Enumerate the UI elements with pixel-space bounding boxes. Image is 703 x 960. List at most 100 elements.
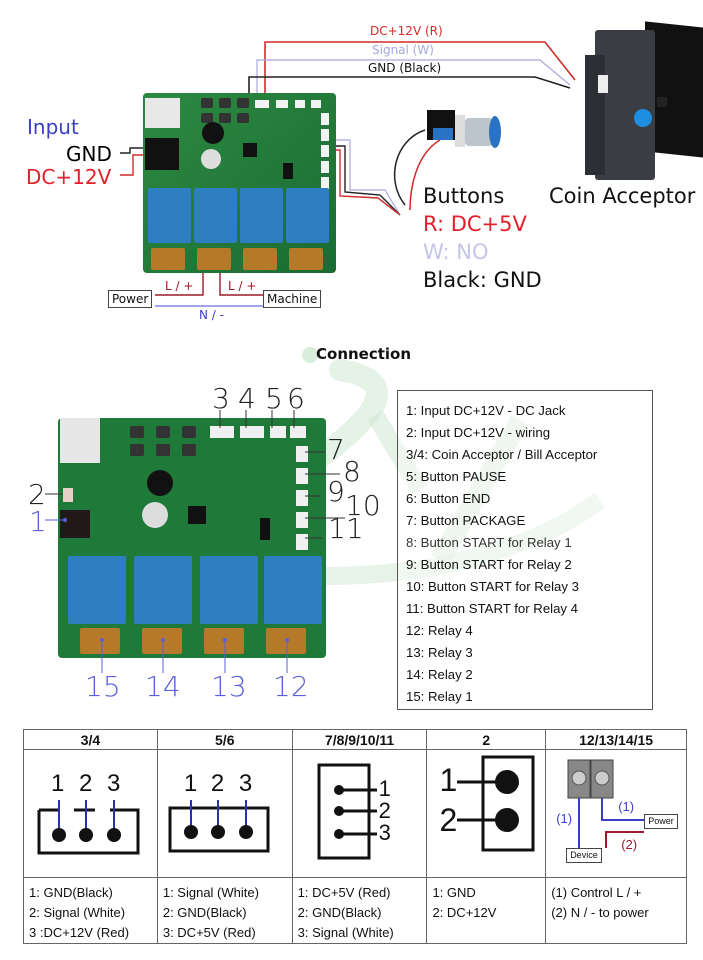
desc-line: 2: DC+12V — [432, 905, 497, 920]
desc-3-4: 1: GND(Black) 2: Signal (White) 3 :DC+12… — [23, 877, 158, 944]
pin-2-label: 2 — [439, 802, 458, 838]
legend-item-9: 9: Button START for Relay 2 — [406, 557, 572, 572]
desc-line: 3: Signal (White) — [297, 925, 394, 940]
legend-item-10: 10: Button START for Relay 3 — [406, 579, 579, 594]
controller-board-top — [143, 93, 336, 273]
input-title: Input — [27, 115, 79, 139]
board-label-3: 3 — [212, 382, 230, 415]
wire-l-plus-right — [219, 262, 265, 296]
relay-power-box: Power — [644, 814, 678, 829]
connector-7-11-diagram — [317, 763, 377, 860]
pin-table: 3/4 5/6 7/8/9/10/11 2 12/13/14/15 1 2 3 — [23, 729, 687, 944]
connector-5-6-diagram — [168, 800, 270, 853]
relay-device-box: Device — [566, 848, 602, 863]
legend-item-13: 13: Relay 3 — [406, 645, 473, 660]
pin-3-label: 3 — [378, 820, 391, 845]
buttons-red-wire: R: DC+5V — [423, 212, 527, 236]
input-gnd-label: GND — [66, 142, 112, 166]
diagram-5-6: 1 2 3 — [156, 749, 293, 878]
board-label-5: 5 — [265, 382, 283, 415]
legend-item-14: 14: Relay 2 — [406, 667, 473, 682]
coin-wire-dc-label: DC+12V (R) — [370, 24, 443, 38]
header-5-6: 5/6 — [156, 729, 293, 750]
board-label-10: 10 — [345, 489, 381, 522]
l-plus-right-label: L / + — [228, 279, 257, 293]
coin-wire-gnd-label: GND (Black) — [368, 61, 442, 75]
pin-1-label: 1 — [51, 770, 65, 797]
connection-legend: 1: Input DC+12V - DC Jack 2: Input DC+12… — [397, 390, 653, 710]
diagram-12-15: (1) (1) (2) Power Device — [545, 749, 687, 878]
wire-button-white — [325, 139, 401, 216]
desc-2: 1: GND 2: DC+12V — [426, 877, 547, 944]
legend-item-11: 11: Button START for Relay 4 — [406, 601, 579, 616]
board-label-7: 7 — [327, 433, 345, 466]
coin-acceptor-image — [585, 21, 703, 180]
desc-line: 1: Signal (White) — [162, 885, 259, 900]
pin-3-label: 3 — [238, 770, 253, 797]
pin-1-label: 1 — [439, 762, 458, 798]
board-label-6: 6 — [287, 382, 305, 415]
desc-12-15: (1) Control L / + (2) N / - to power — [545, 877, 687, 944]
header-3-4: 3/4 — [23, 729, 158, 750]
board-label-13: 13 — [211, 670, 247, 703]
power-box: Power — [108, 290, 153, 308]
board-label-15: 15 — [85, 670, 121, 703]
diagram-3-4: 1 2 3 — [23, 749, 158, 878]
board-label-8: 8 — [343, 455, 361, 488]
pin-2-label: 2 — [79, 770, 93, 797]
l-plus-left-label: L / + — [165, 279, 194, 293]
legend-item-1: 1: Input DC+12V - DC Jack — [406, 403, 566, 418]
desc-line: 2: Signal (White) — [29, 905, 126, 920]
coin-wire-signal-label: Signal (W) — [372, 43, 434, 57]
buttons-title: Buttons — [423, 184, 505, 208]
connection-title: Connection — [316, 345, 412, 363]
legend-item-2: 2: Input DC+12V - wiring — [406, 425, 551, 440]
connector-3-4-diagram — [37, 800, 140, 855]
desc-line: 1: GND(Black) — [29, 885, 113, 900]
desc-line: 2: GND(Black) — [297, 905, 382, 920]
wire-dc12v-red — [264, 41, 576, 100]
pin-description-row: 1: GND(Black) 2: Signal (White) 3 :DC+12… — [23, 877, 687, 944]
board-label-14: 14 — [145, 670, 181, 703]
desc-line: 3: DC+5V (Red) — [162, 925, 256, 940]
wire-dc-input — [120, 154, 148, 176]
desc-5-6: 1: Signal (White) 2: GND(Black) 3: DC+5V… — [156, 877, 293, 944]
coin-wires — [120, 41, 576, 307]
wire-l-plus-left — [155, 262, 204, 296]
desc-line: 3 :DC+12V (Red) — [29, 925, 130, 940]
board-label-12: 12 — [273, 670, 309, 703]
board-label-2: 2 — [28, 478, 46, 511]
diagram-7-11: 1 2 3 — [291, 749, 428, 878]
pin-1-label: 1 — [183, 770, 198, 797]
legend-item-8: 8: Button START for Relay 1 — [406, 535, 572, 550]
n-minus-label: N / - — [199, 308, 224, 322]
desc-line: 1: GND — [432, 885, 476, 900]
desc-line: 1: DC+5V (Red) — [297, 885, 391, 900]
header-2: 2 — [426, 729, 547, 750]
desc-line: 2: GND(Black) — [162, 905, 247, 920]
legend-item-15: 15: Relay 1 — [406, 689, 473, 704]
terminal-block-icon — [567, 759, 614, 799]
machine-box: Machine — [263, 290, 322, 308]
label-control-1a: (1) — [556, 811, 573, 826]
desc-line: (2) N / - to power — [551, 905, 649, 920]
relay-terminal-diagram — [567, 759, 645, 848]
wire-signal-white — [256, 59, 571, 100]
buttons-white-wire: W: NO — [423, 240, 489, 264]
label-control-1b: (1) — [618, 799, 635, 814]
pin-2-label: 2 — [378, 798, 391, 823]
pin-table-header-row: 3/4 5/6 7/8/9/10/11 2 12/13/14/15 — [23, 729, 687, 750]
legend-item-6: 6: Button END — [406, 491, 491, 506]
board-label-4: 4 — [238, 382, 256, 415]
wire-gnd-input — [120, 147, 148, 154]
diagram-2: 1 2 — [426, 749, 547, 878]
input-dc12v-label: DC+12V — [26, 165, 112, 189]
pin-3-label: 3 — [107, 770, 121, 797]
buttons-black-wire: Black: GND — [423, 268, 542, 292]
legend-item-7: 7: Button PACKAGE — [406, 513, 526, 528]
desc-7-11: 1: DC+5V (Red) 2: GND(Black) 3: Signal (… — [291, 877, 428, 944]
pin-diagram-row: 1 2 3 1 2 3 — [23, 749, 687, 878]
board-label-1: 1 — [29, 505, 47, 538]
wire-gnd-black — [248, 76, 571, 100]
header-12-15: 12/13/14/15 — [545, 729, 687, 750]
